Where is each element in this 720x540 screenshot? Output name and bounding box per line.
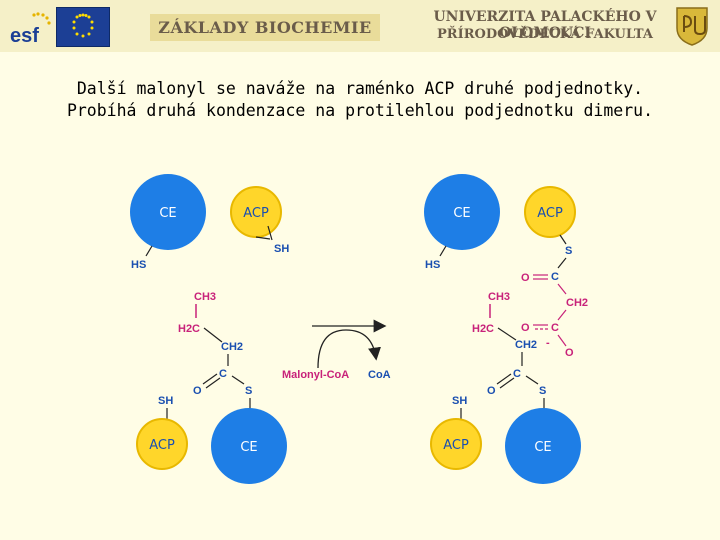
acp-arm <box>267 225 273 241</box>
eu-flag <box>56 7 110 47</box>
faculty-name: PŘÍRODOVĚDECKÁ FAKULTA <box>437 27 653 42</box>
h2c-label: H2C <box>178 323 200 335</box>
sh-label: SH <box>158 395 173 407</box>
curved-arrow <box>317 329 381 369</box>
ch3-label: CH3 <box>194 291 216 303</box>
h2c-label: H2C <box>472 323 494 335</box>
acp-label: ACP <box>443 438 469 453</box>
coa-label: CoA <box>368 369 391 381</box>
c-label: C <box>551 322 559 334</box>
ce-domain-bottom-left <box>211 408 287 484</box>
ce-arm <box>145 245 153 257</box>
sh-label: SH <box>452 395 467 407</box>
ce-domain-bottom-right <box>505 408 581 484</box>
c-label: C <box>219 368 227 380</box>
c-label: C <box>513 368 521 380</box>
slide-caption: Další malonyl se naváže na raménko ACP d… <box>0 78 720 122</box>
ce-label: CE <box>453 206 470 221</box>
ch2-label: CH2 <box>566 297 588 309</box>
s-label: S <box>565 245 572 257</box>
hs-label: HS <box>131 259 146 271</box>
o-label: O <box>193 385 202 397</box>
esf-logo: esf <box>8 10 54 46</box>
o-label: O <box>521 272 530 284</box>
ch2-label: CH2 <box>515 339 537 351</box>
acp-label: ACP <box>243 206 269 221</box>
s-label: S <box>245 385 252 397</box>
ce-arm <box>439 245 447 257</box>
hs-label: HS <box>425 259 440 271</box>
ce-label: CE <box>159 206 176 221</box>
acp-label: ACP <box>537 206 563 221</box>
right-dimer: CE ACP HS S C O CH2 C O O - CH3 H2C CH2 … <box>424 174 588 484</box>
acp-domain-bottom-left <box>136 418 188 470</box>
acp-label: ACP <box>149 438 175 453</box>
caption-line-1: Další malonyl se naváže na raménko ACP d… <box>76 79 644 98</box>
s-label: S <box>539 385 546 397</box>
ce-label: CE <box>240 440 257 455</box>
ce-label: CE <box>534 440 551 455</box>
header-bar: esf ZÁKLADY BIOCHEMIE UNIVERZITA PALACKÉ… <box>0 0 720 52</box>
svg-text:esf: esf <box>10 25 39 46</box>
reaction-arrows: Malonyl-CoA CoA <box>282 319 391 381</box>
caption-line-2: Probíhá druhá kondenzace na protilehlou … <box>66 101 654 120</box>
ch2-label: CH2 <box>221 341 243 353</box>
acp-domain-top-right <box>524 186 576 238</box>
ce-domain-top-left <box>130 174 206 250</box>
minus-label: - <box>546 337 550 349</box>
ch3-label: CH3 <box>488 291 510 303</box>
malonyl-coa-label: Malonyl-CoA <box>282 369 349 381</box>
acp-domain-bottom-right <box>430 418 482 470</box>
o-label: O <box>565 347 574 359</box>
o-label: O <box>487 385 496 397</box>
course-title: ZÁKLADY BIOCHEMIE <box>150 14 380 41</box>
o-label: O <box>521 322 530 334</box>
c-label: C <box>551 271 559 283</box>
ce-domain-top-right <box>424 174 500 250</box>
sh-label: SH <box>274 243 289 255</box>
university-crest-icon <box>676 7 708 46</box>
left-dimer: CE ACP SH HS CH3 H2C CH2 C O S SH ACP CE <box>130 174 289 484</box>
university-name: UNIVERZITA PALACKÉHO V OLOMOUCI <box>433 9 657 41</box>
